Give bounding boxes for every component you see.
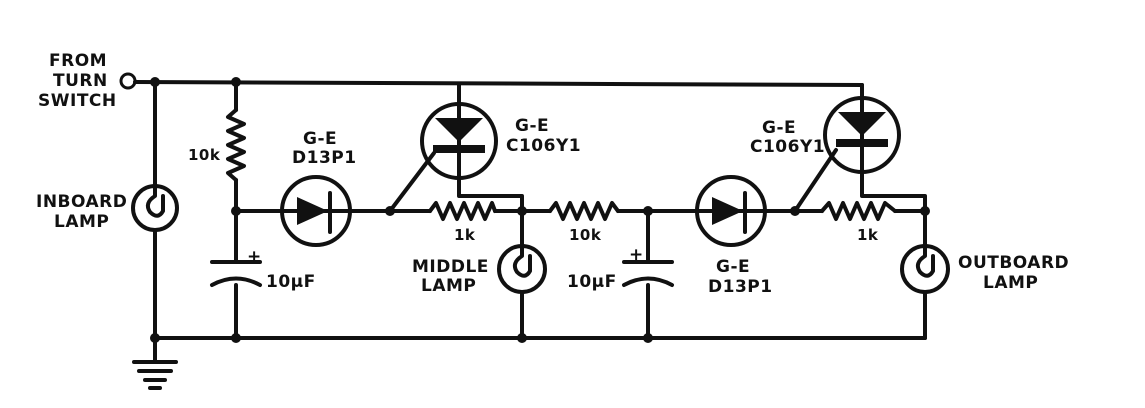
input-label-line1: FROM [49,51,107,71]
scr1-cathode-wire [457,176,524,213]
r1-label: 10k [188,146,221,164]
junction-dot [643,206,653,216]
diode-d1 [280,175,352,247]
input-label-line2: TURN [53,71,108,91]
outboard-label-line2: LAMP [983,273,1038,293]
capacitor-c1 [210,260,262,287]
resistor-r3 [548,201,620,221]
r2-label: 1k [454,226,476,244]
r3-label: 10k [569,226,602,244]
junction-dot [517,206,527,216]
c1-label: 10µF [266,272,316,292]
resistor-r4 [820,201,897,221]
r4-label: 1k [857,226,879,244]
scr-2 [823,96,901,174]
ground-symbol [132,360,178,390]
inboard-lamp [131,184,179,232]
scr2-gate-wire [793,148,838,213]
middle-label-line1: MIDDLE [412,257,489,277]
junction-dot [150,333,160,343]
junction-dot [150,77,160,87]
scr1-label-line1: G-E [515,116,549,136]
scr2-label-line1: G-E [762,118,796,138]
inboard-label-line2: LAMP [54,212,109,232]
junction-dots [150,77,930,343]
diode1-label-line1: G-E [303,129,337,149]
top-rail-wire [133,80,864,87]
junction-dot [231,77,241,87]
input-label-line3: SWITCH [38,91,117,111]
inboard-label-line1: INBOARD [36,192,127,212]
junction-dot [231,333,241,343]
middle-label-line2: LAMP [421,276,476,296]
diode1-label-line2: D13P1 [292,148,357,168]
resistor-r2 [428,201,497,221]
capacitor-c2 [622,260,674,287]
junction-dot [517,333,527,343]
resistor-r1 [226,108,246,182]
scr2-label-line2: C106Y1 [750,137,825,157]
c2-plus-label: + [629,245,644,265]
diode2-label-line2: D13P1 [708,277,773,297]
junction-dot [920,206,930,216]
junction-dot [643,333,653,343]
middle-lamp [497,244,547,294]
scr1-label-line2: C106Y1 [506,136,581,156]
input-terminal [119,72,137,90]
c1-plus-label: + [247,247,262,267]
scr-1 [420,102,498,180]
junction-dot [231,206,241,216]
diode2-label-line1: G-E [716,257,750,277]
diode-d2 [695,175,767,247]
scr2-cathode-wire [860,170,927,213]
c2-label: 10µF [567,272,617,292]
outboard-lamp [900,244,950,294]
junction-dot [385,206,395,216]
junction-dot [790,206,800,216]
outboard-label-line1: OUTBOARD [958,253,1069,273]
